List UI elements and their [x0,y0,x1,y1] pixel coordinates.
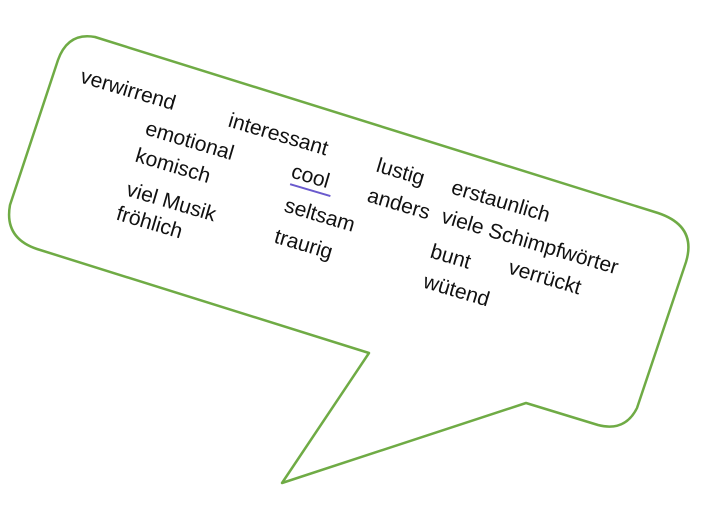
speech-bubble-outline [7,35,690,485]
spellcheck-underline [289,183,331,198]
